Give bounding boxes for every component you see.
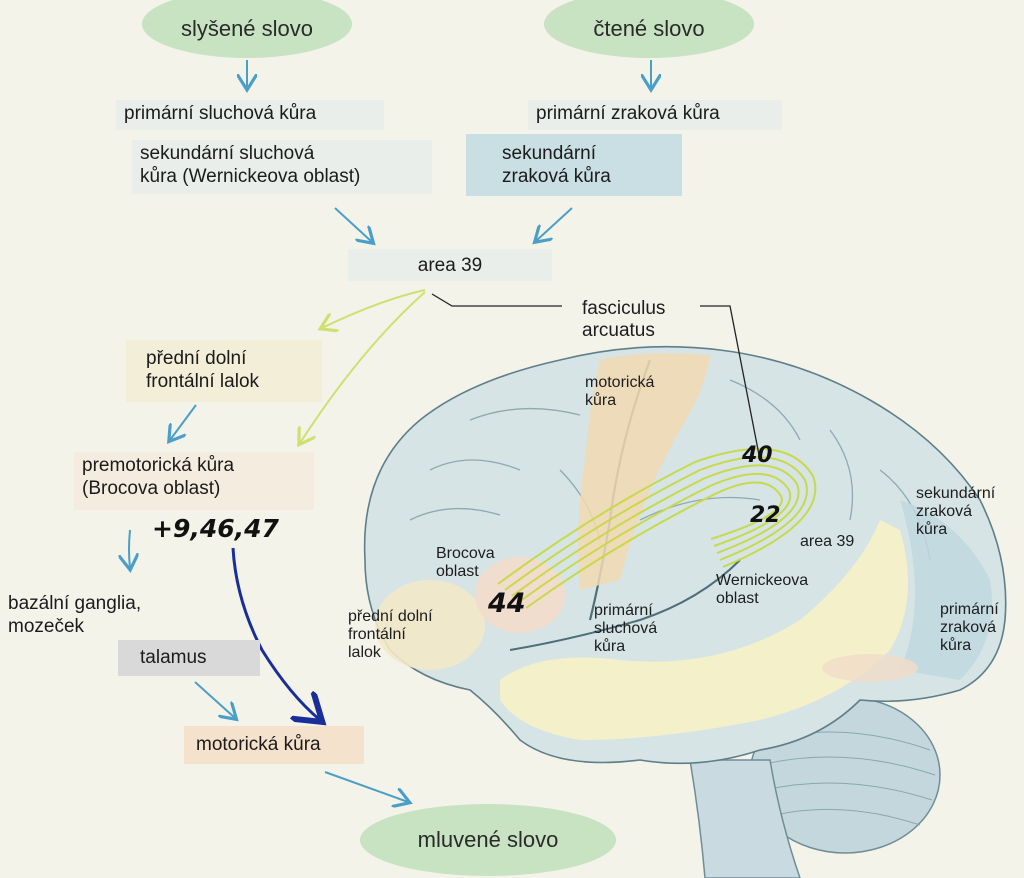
spoken-word-label: mluvené slovo <box>417 827 559 852</box>
brain-motor-line1: motorická <box>585 374 655 391</box>
temporal-band <box>500 520 908 740</box>
primary-auditory-label: primární sluchová kůra <box>124 103 317 124</box>
area39-label: area 39 <box>417 255 483 276</box>
handwritten-brodmann-list: +9,46,47 <box>152 514 279 543</box>
visual-area <box>900 500 992 680</box>
brain-auditory-line3: kůra <box>594 638 626 655</box>
brain-frontal-line2: frontální <box>348 626 406 643</box>
broca-area <box>475 557 565 633</box>
brain-auditory-line1: primární <box>594 602 653 619</box>
handwritten-pen-arrow <box>231 547 320 720</box>
arrow-wernicke-to-area39 <box>334 207 372 242</box>
primary-visual-box: primární zraková kůra <box>528 100 782 130</box>
thalamus-label: talamus <box>140 647 207 668</box>
premotor-line2: (Brocova oblast) <box>82 478 221 499</box>
anterior-inferior-frontal-box: přední dolní frontální lalok <box>126 340 322 402</box>
arrow-visual-to-area39 <box>536 207 573 241</box>
premotor-line1: premotorická kůra <box>82 455 235 476</box>
premotor-box: premotorická kůra (Brocova oblast) <box>74 452 314 510</box>
primary-visual-spot <box>822 654 918 682</box>
brain-area39-label: area 39 <box>800 533 855 550</box>
brain-motor-line2: kůra <box>585 392 617 409</box>
basal-line2: mozeček <box>8 616 85 637</box>
brain-auditory-line2: sluchová <box>594 620 658 637</box>
primary-visual-label: primární zraková kůra <box>536 103 720 124</box>
brain-frontal-line1: přední dolní <box>348 608 433 625</box>
read-word-label: čtené slovo <box>593 16 705 41</box>
brain-broca-line2: oblast <box>436 563 479 580</box>
brain-wernicke-line2: oblast <box>716 590 759 607</box>
arrow-thalamus-to-motor <box>194 681 235 718</box>
arrow-area39-to-premotor <box>300 291 426 443</box>
motor-cortex-label: motorická kůra <box>196 734 321 755</box>
lateral-fissure <box>509 559 741 651</box>
read-word-oval: čtené slovo <box>544 0 754 58</box>
motor-cortex-box: motorická kůra <box>184 726 364 764</box>
secondary-auditory-box: sekundární sluchová kůra (Wernickeova ob… <box>132 140 432 194</box>
area39-box: area 39 <box>348 249 552 281</box>
brain-sec-visual-line3: kůra <box>916 521 948 538</box>
basal-ganglia-label: bazální ganglia, mozeček <box>2 592 202 642</box>
fasciculus-line2: arcuatus <box>582 320 655 341</box>
anterior-inferior-line1: přední dolní <box>146 348 247 369</box>
handwritten-22: 22 <box>750 503 781 528</box>
arrow-area39-to-frontal <box>322 289 426 328</box>
brain-primary-visual-label: primární zraková kůra <box>940 601 999 655</box>
fasciculus-leader-line <box>431 293 761 461</box>
secondary-visual-line2: zraková kůra <box>502 166 611 187</box>
handwritten-40: 40 <box>742 443 773 468</box>
brain-sec-visual-line1: sekundární <box>916 485 996 502</box>
brain-wernicke-label: Wernickeova oblast <box>716 572 808 608</box>
fasciculus-line1: fasciculus <box>582 298 666 319</box>
brain-wernicke-line1: Wernickeova <box>716 572 809 589</box>
brain-broca-line1: Brocova <box>436 545 495 562</box>
brain-motor-label: motorická kůra <box>585 374 654 410</box>
brain-auditory-label: primární sluchová kůra <box>594 602 657 656</box>
arrow-premotor-to-basal <box>129 529 130 568</box>
secondary-auditory-line2: kůra (Wernickeova oblast) <box>140 166 361 187</box>
arrow-frontal-to-premotor <box>170 404 197 440</box>
heard-word-oval: slyšené slovo <box>142 0 352 58</box>
primary-auditory-box: primární sluchová kůra <box>116 100 384 130</box>
basal-line1: bazální ganglia, <box>8 593 142 614</box>
handwritten-44: 44 <box>488 588 526 619</box>
secondary-auditory-line1: sekundární sluchová <box>140 143 315 164</box>
brain-prim-visual-line2: zraková <box>940 619 997 636</box>
brain-frontal-label: přední dolní frontální lalok <box>348 608 433 662</box>
brain-secondary-visual-label: sekundární zraková kůra <box>916 485 995 539</box>
arrow-motor-to-spoken <box>324 771 408 802</box>
brain-frontal-line3: lalok <box>348 644 381 661</box>
secondary-visual-line1: sekundární <box>502 143 597 164</box>
frontal-area <box>375 580 485 670</box>
brain-sec-visual-line2: zraková <box>916 503 973 520</box>
arcuate-fibers <box>497 447 817 609</box>
secondary-visual-box: sekundární zraková kůra <box>466 134 682 196</box>
brain-prim-visual-line3: kůra <box>940 637 972 654</box>
fasciculus-label: fasciculus arcuatus <box>582 298 665 342</box>
brain-broca-label: Brocova oblast <box>436 545 495 581</box>
anterior-inferior-line2: frontální lalok <box>146 371 260 392</box>
heard-word-label: slyšené slovo <box>180 16 314 41</box>
thalamus-box: talamus <box>118 640 260 676</box>
brain-prim-visual-line1: primární <box>940 601 999 618</box>
spoken-word-oval: mluvené slovo <box>360 804 616 876</box>
